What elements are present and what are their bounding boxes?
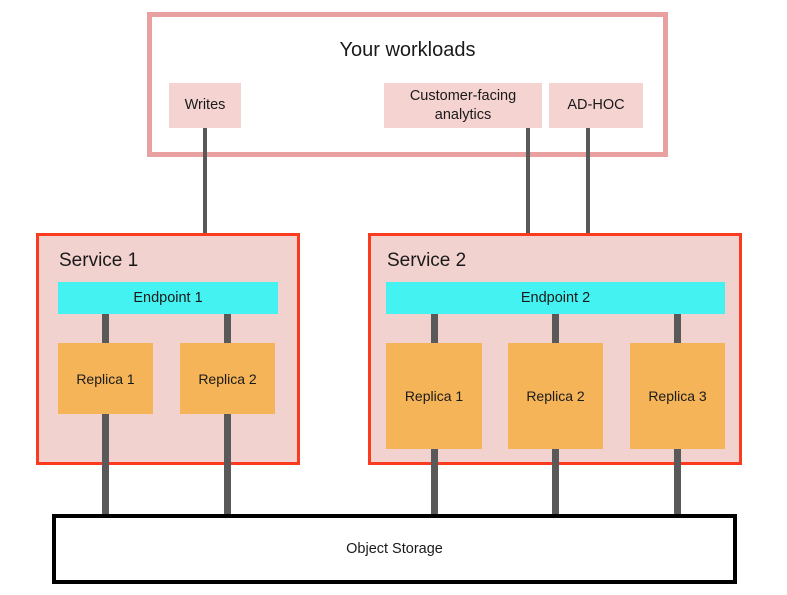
workload-chip-writes[interactable]: Writes — [169, 83, 241, 128]
service-1-title: Service 1 — [59, 250, 139, 271]
your-workloads-title: Your workloads — [339, 39, 476, 61]
service-2-endpoint-label: Endpoint 2 — [520, 290, 591, 306]
service-2-endpoint[interactable]: Endpoint 2 — [386, 282, 725, 314]
workload-chip-ad-hoc[interactable]: AD-HOC — [549, 83, 643, 128]
service-1-replica-2-label: Replica 2 — [198, 370, 257, 387]
connector-endpoint-1-to-replica-2 — [224, 314, 231, 344]
connector-endpoint-1-to-replica-1 — [102, 314, 109, 344]
service-2-replica-1[interactable]: Replica 1 — [386, 343, 482, 449]
service-1-replica-2[interactable]: Replica 2 — [180, 343, 275, 414]
service-1-endpoint[interactable]: Endpoint 1 — [58, 282, 278, 314]
service-1-endpoint-label: Endpoint 1 — [133, 290, 203, 306]
service-2-title: Service 2 — [387, 250, 467, 271]
connector-service-2-replica-1-to-storage — [431, 449, 438, 516]
workload-chip-ad-hoc-label: AD-HOC — [567, 97, 625, 114]
connector-service-2-replica-3-to-storage — [674, 449, 681, 516]
object-storage-container[interactable]: Object Storage — [52, 514, 737, 584]
connector-service-1-replica-2-to-storage — [224, 414, 231, 516]
service-2-replica-2-label: Replica 2 — [526, 388, 585, 404]
service-1-replica-1[interactable]: Replica 1 — [58, 343, 153, 414]
connector-endpoint-2-to-replica-1 — [431, 314, 438, 344]
connector-endpoint-2-to-replica-3 — [674, 314, 681, 344]
workload-chip-writes-label: Writes — [184, 97, 226, 114]
connector-endpoint-2-to-replica-2 — [552, 314, 559, 344]
service-2-replica-2[interactable]: Replica 2 — [508, 343, 603, 449]
connector-service-2-replica-2-to-storage — [552, 449, 559, 516]
service-2-replica-3-label: Replica 3 — [648, 388, 707, 404]
service-2-replica-3[interactable]: Replica 3 — [630, 343, 725, 449]
connector-service-1-replica-1-to-storage — [102, 414, 109, 516]
object-storage-label: Object Storage — [346, 541, 443, 557]
workload-chip-customer-facing-analytics[interactable]: Customer-facing analytics — [384, 83, 542, 128]
service-2-replica-1-label: Replica 1 — [404, 388, 464, 404]
service-1-replica-1-label: Replica 1 — [76, 370, 135, 387]
workload-chip-customer-facing-analytics-label: Customer-facing analytics — [409, 88, 517, 123]
